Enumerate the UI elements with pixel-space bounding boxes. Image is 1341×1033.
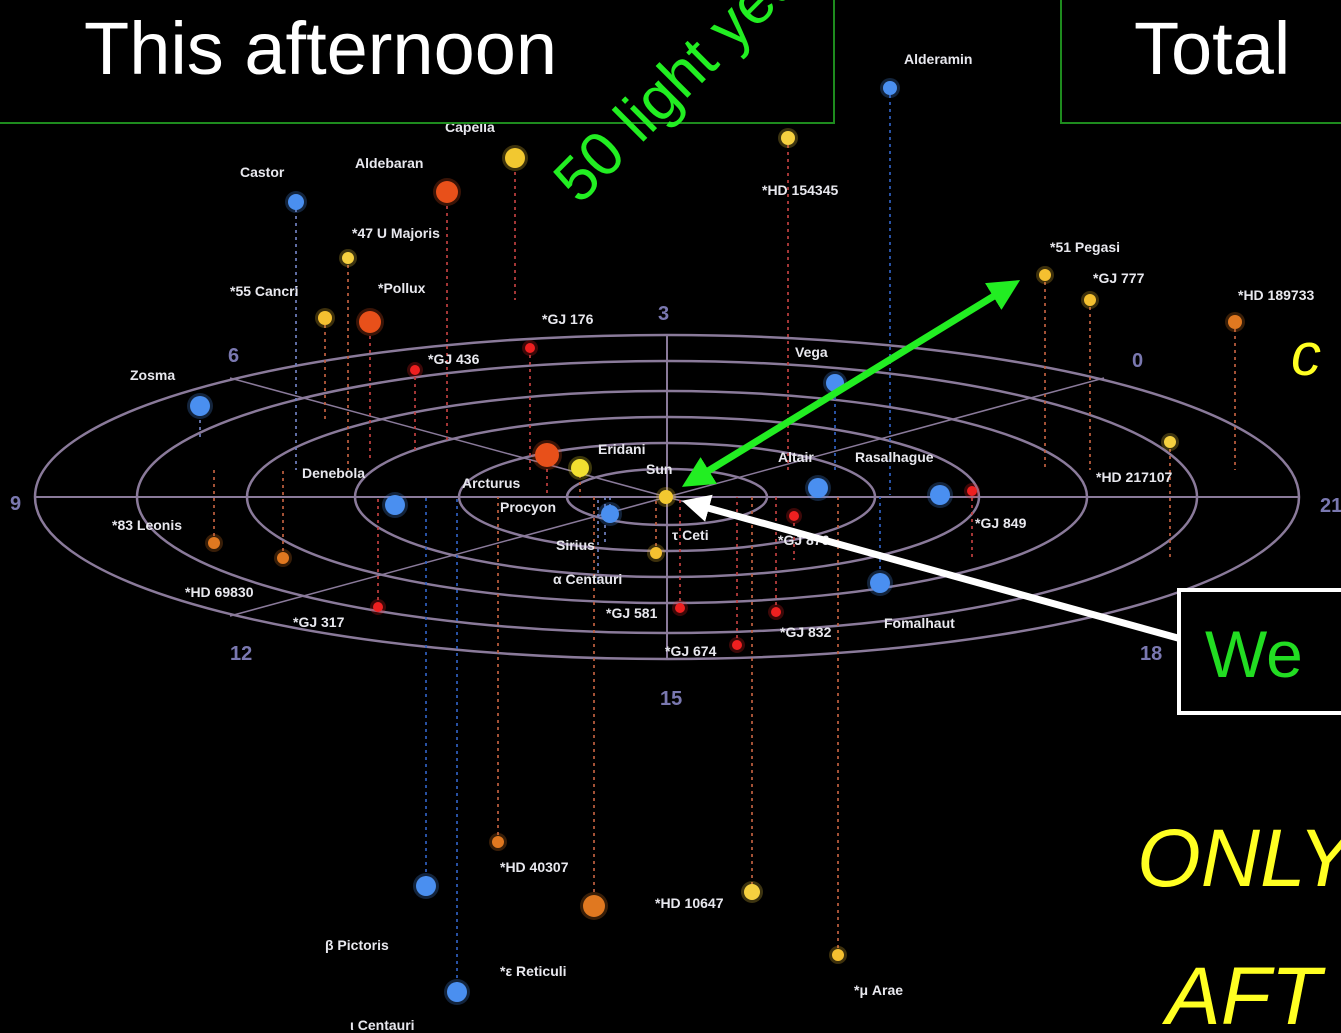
star-label-sun: Sun: [646, 461, 672, 477]
star-dot-gj-317: [373, 602, 383, 612]
hour-label-12: 12: [230, 643, 252, 665]
star-dot-47-u-majoris: [342, 252, 354, 264]
star-label-zosma: Zosma: [130, 367, 175, 383]
star-dot-sun: [659, 490, 673, 504]
star-dot-alderamin: [883, 81, 897, 95]
star-label-gj-777: *GJ 777: [1093, 270, 1145, 286]
callout-we-box: We: [1177, 588, 1341, 715]
star-label-rasalhague: Rasalhague: [855, 449, 934, 465]
star-dot-gj-849: [967, 486, 977, 496]
star-label-denebola: Denebola: [302, 465, 365, 481]
star-dot-arcturus: [535, 443, 559, 467]
hour-label-0: 0: [1132, 350, 1143, 372]
star-dot-castor: [288, 194, 304, 210]
star-label-arcturus: Arcturus: [462, 475, 521, 491]
hour-label-6: 6: [228, 345, 239, 367]
star-label-ceti: τ Ceti: [672, 527, 709, 543]
star-dot-zosma: [190, 396, 210, 416]
hour-label-15: 15: [660, 688, 682, 710]
hour-label-21: 21: [1320, 495, 1341, 517]
star-dot-centauri: [447, 982, 467, 1002]
callout-only-text: ONLY 2: [1137, 813, 1341, 904]
star-dot-gj-176: [525, 343, 535, 353]
star-label-gj-317: *GJ 317: [293, 614, 345, 630]
star-dot-pollux: [359, 311, 381, 333]
star-label-hd-217107: *HD 217107: [1096, 469, 1172, 485]
star-dot-eridani: [571, 459, 589, 477]
star-label-sirius: Sirius: [556, 537, 595, 553]
star-label-hd-189733: *HD 189733: [1238, 287, 1314, 303]
star-label-centauri: α Centauri: [553, 571, 622, 587]
star-label-gj-436: *GJ 436: [428, 351, 480, 367]
star-label-pictoris: β Pictoris: [325, 937, 389, 953]
hour-label-9: 9: [10, 493, 21, 515]
star-dot-gj-876: [789, 511, 799, 521]
star-label-gj-674: *GJ 674: [665, 643, 717, 659]
callout-c-text: c: [1291, 321, 1321, 388]
star-label-hd-10647: *HD 10647: [655, 895, 724, 911]
star-label-reticuli: *ε Reticuli: [500, 963, 567, 979]
star-dot-55-cancri: [318, 311, 332, 325]
star-dot-gj-777: [1084, 294, 1096, 306]
star-dot-hd-154345: [781, 131, 795, 145]
distance-arrow: [681, 280, 1021, 487]
star-label-gj-832: *GJ 832: [780, 624, 832, 640]
star-dot-gj-436: [410, 365, 420, 375]
star-dot-denebola: [385, 495, 405, 515]
star-label-51-pegasi: *51 Pegasi: [1050, 239, 1120, 255]
star-dot-fomalhaut: [870, 573, 890, 593]
star-label-47-u-majoris: *47 U Majoris: [352, 225, 440, 241]
star-label-fomalhaut: Fomalhaut: [884, 615, 955, 631]
hour-label-3: 3: [658, 303, 669, 325]
star-dot-83-leonis: [208, 537, 220, 549]
star-label-castor: Castor: [240, 164, 285, 180]
star-dot-pictoris: [416, 876, 436, 896]
star-dot-51-pegasi: [1039, 269, 1051, 281]
title-total: Total: [1060, 0, 1341, 124]
star-stems: [199, 88, 1236, 992]
star-label-55-cancri: *55 Cancri: [230, 283, 298, 299]
star-dot-procyon: [601, 505, 619, 523]
star-label-hd-154345: *HD 154345: [762, 182, 838, 198]
star-label-procyon: Procyon: [500, 499, 556, 515]
star-dot-hd-40307: [492, 836, 504, 848]
star-label-altair: Altair: [778, 449, 814, 465]
here-arrow: [681, 494, 1186, 644]
star-dot-gj-832: [771, 607, 781, 617]
star-label-gj-849: *GJ 849: [975, 515, 1027, 531]
star-dot-reticuli: [583, 895, 605, 917]
star-label-vega: Vega: [795, 344, 828, 360]
star-dot-ceti: [650, 547, 662, 559]
star-label-pollux: *Pollux: [378, 280, 426, 296]
star-dot-hd-69830: [277, 552, 289, 564]
star-label-alderamin: Alderamin: [904, 51, 972, 67]
star-label-hd-40307: *HD 40307: [500, 859, 569, 875]
star-dot-rasalhague: [930, 485, 950, 505]
callout-aft-text: AFT: [1166, 951, 1321, 1033]
star-label-eridani: Eridani: [598, 441, 645, 457]
star-label-hd-69830: *HD 69830: [185, 584, 254, 600]
star-label-gj-176: *GJ 176: [542, 311, 594, 327]
star-label-centauri: ι Centauri: [350, 1017, 415, 1033]
star-dot-hd-217107: [1164, 436, 1176, 448]
star-dot-gj-674: [732, 640, 742, 650]
hour-labels: 3 0 21 18 15 12 9 6: [10, 303, 1341, 710]
star-label-aldebaran: Aldebaran: [355, 155, 423, 171]
hour-label-18: 18: [1140, 643, 1162, 665]
star-label-83-leonis: *83 Leonis: [112, 517, 182, 533]
star-dot-arae: [832, 949, 844, 961]
star-label-gj-581: *GJ 581: [606, 605, 658, 621]
star-dot-gj-581: [675, 603, 685, 613]
star-dot-capella: [505, 148, 525, 168]
star-dot-aldebaran: [436, 181, 458, 203]
star-label-arae: *μ Arae: [854, 982, 903, 998]
star-dot-hd-189733: [1228, 315, 1242, 329]
title-this-afternoon: This afternoon: [0, 0, 835, 124]
star-dot-hd-10647: [744, 884, 760, 900]
star-dot-altair: [808, 478, 828, 498]
